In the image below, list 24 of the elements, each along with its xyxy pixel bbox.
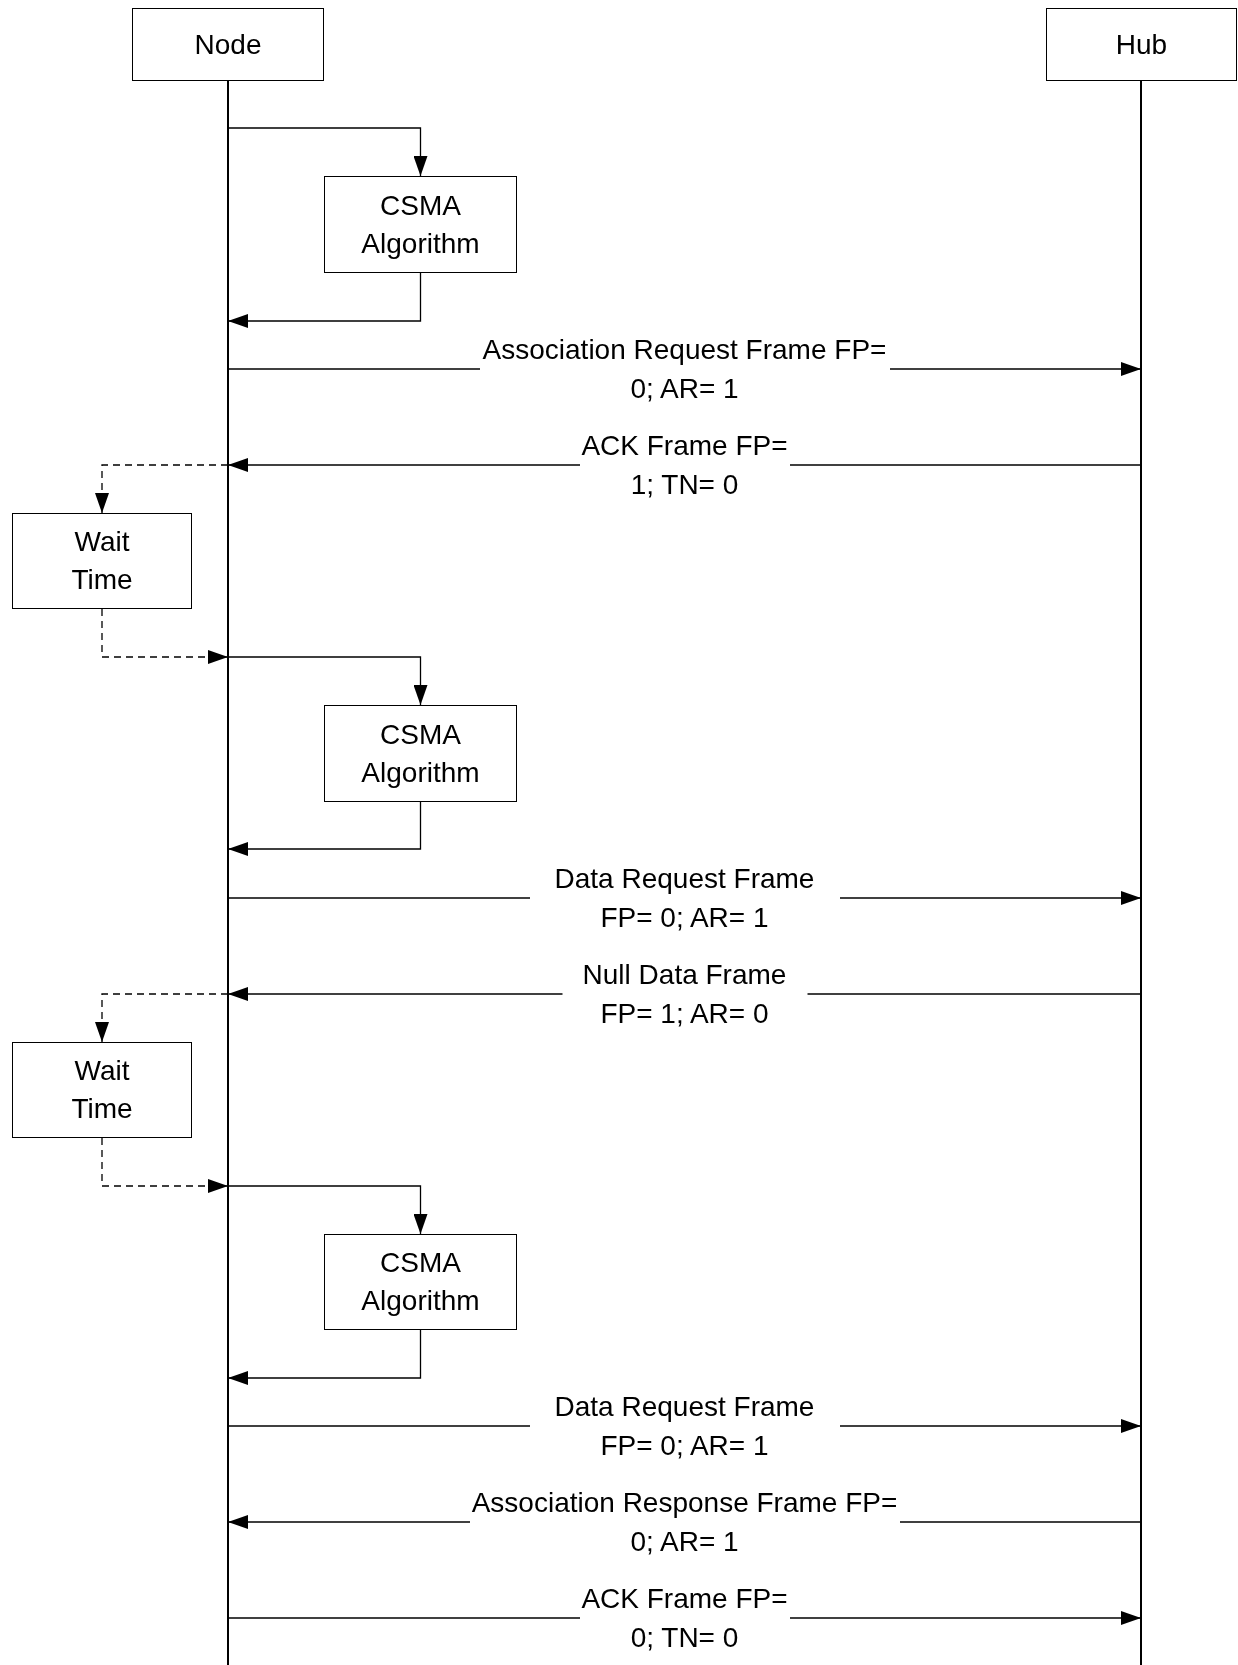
node-text: CSMA Algorithm [360,1246,481,1318]
process-box [324,705,517,802]
node-text: Wait Time [70,1054,134,1126]
node-text: Hub [1114,27,1169,62]
process-box [324,176,517,273]
node-text: CSMA Algorithm [360,717,481,790]
arrow [95,993,229,1043]
node-text: Wait Time [70,525,134,597]
arrow [227,656,428,706]
arrow [227,801,422,856]
process-box [12,1042,192,1138]
process-box [12,513,192,609]
lifeline [1046,8,1237,1665]
arrow [101,608,229,664]
arrow [227,1185,428,1235]
node-text: CSMA Algorithm [360,188,481,261]
lifeline [132,8,324,1665]
arrow [227,272,422,328]
arrow [101,1137,229,1193]
arrow [227,127,428,177]
process-box [324,1234,517,1330]
arrow [227,1329,422,1385]
arrow [95,464,229,514]
node-text: Node [193,27,263,62]
